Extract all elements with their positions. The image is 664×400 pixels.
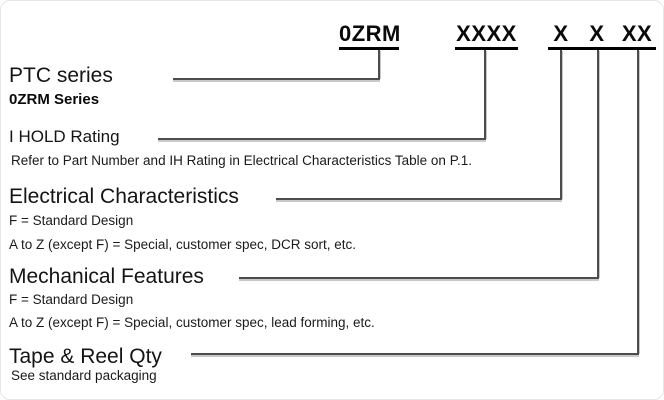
- tape-reel-packaging-note: See standard packaging: [11, 368, 157, 383]
- ihold-rating-note: Refer to Part Number and IH Rating in El…: [11, 153, 472, 168]
- mechanical-standard-design-note: F = Standard Design: [9, 292, 134, 307]
- connector-vertical-prefix: [378, 50, 380, 78]
- part-number-suffix-underline: [548, 47, 656, 50]
- ptc-series-subtitle: 0ZRM Series: [9, 91, 100, 108]
- electrical-standard-design-note: F = Standard Design: [9, 213, 134, 228]
- connector-vertical-mechanical: [597, 50, 599, 277]
- connector-horizontal-mechanical: [239, 277, 599, 279]
- section-title-tape-reel-qty: Tape & Reel Qty: [9, 345, 162, 368]
- section-title-ptc-series: PTC series: [9, 64, 113, 87]
- connector-vertical-electrical: [560, 50, 562, 198]
- connector-vertical-tape-reel: [637, 50, 639, 353]
- connector-horizontal-hold-rating: [158, 138, 486, 140]
- connector-horizontal-ptc-series: [173, 78, 380, 80]
- part-number-hold-rating-code: XXXX: [455, 21, 518, 50]
- electrical-special-note: A to Z (except F) = Special, customer sp…: [9, 237, 356, 252]
- section-title-electrical-characteristics: Electrical Characteristics: [9, 185, 239, 208]
- connector-horizontal-tape-reel: [191, 353, 639, 355]
- section-title-ihold-rating: I HOLD Rating: [9, 127, 120, 146]
- mechanical-special-note: A to Z (except F) = Special, customer sp…: [9, 315, 375, 330]
- part-number-tape-reel-code: XX: [621, 21, 653, 46]
- part-number-electrical-code: X: [553, 21, 569, 46]
- part-number-prefix: 0ZRM: [339, 21, 400, 50]
- part-number-mechanical-code: X: [589, 21, 605, 46]
- connector-horizontal-electrical: [276, 198, 562, 200]
- connector-vertical-hold-rating: [484, 50, 486, 138]
- section-title-mechanical-features: Mechanical Features: [9, 265, 204, 288]
